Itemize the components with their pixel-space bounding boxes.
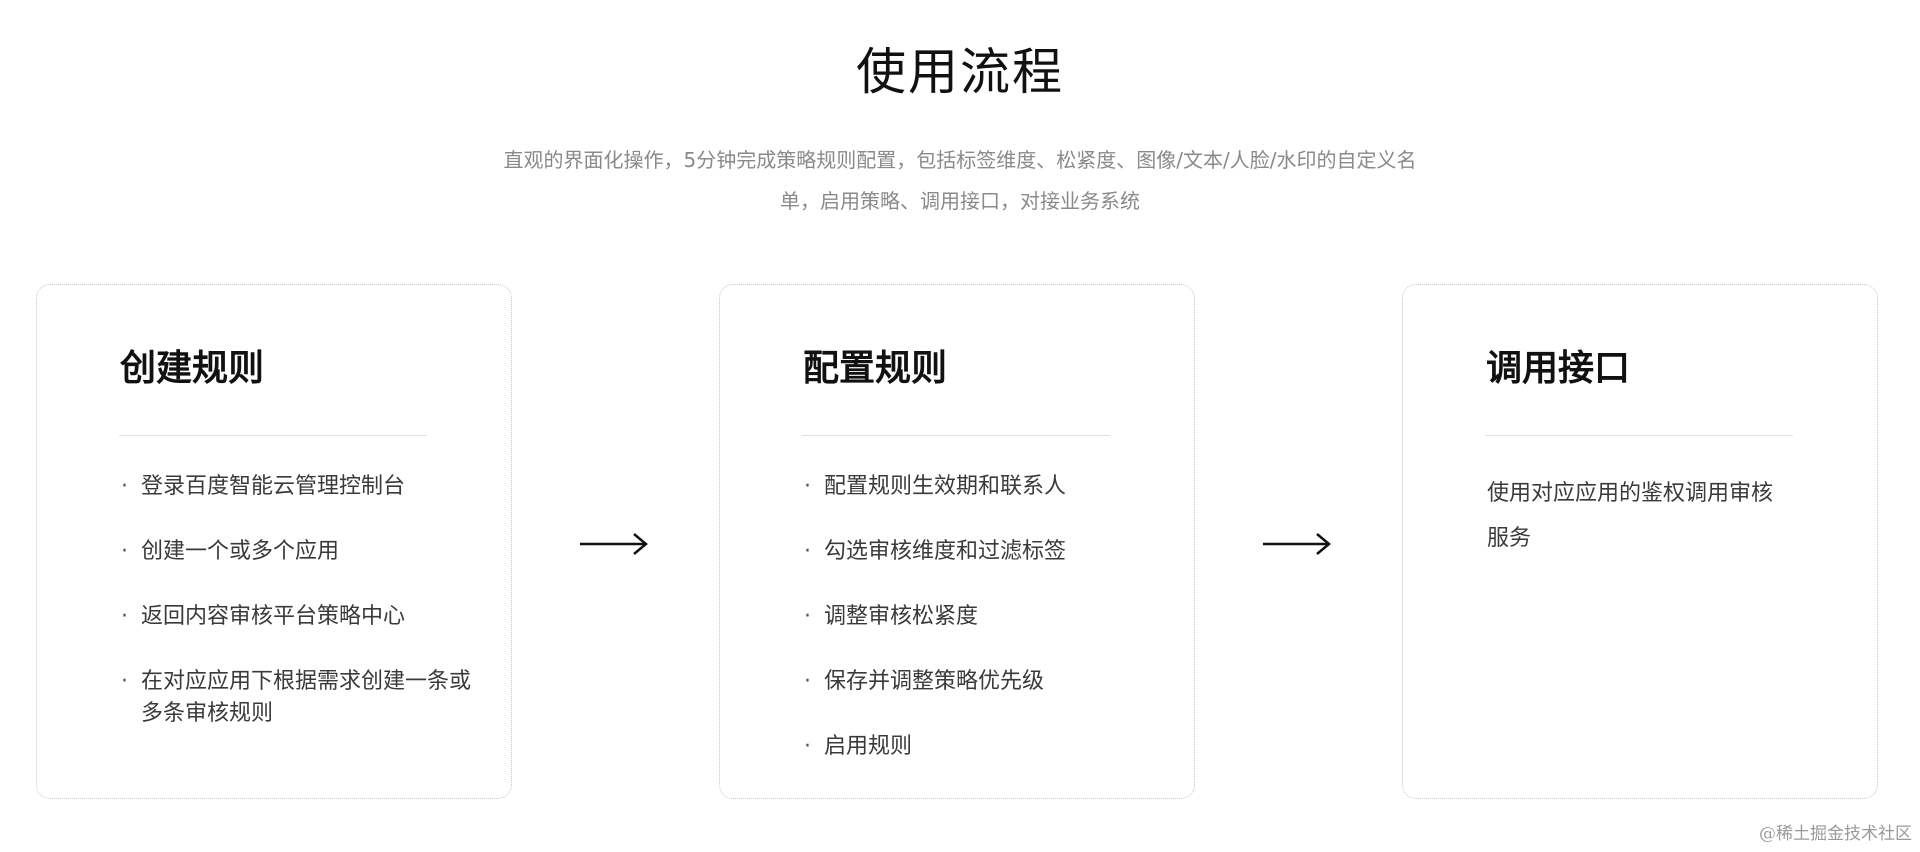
list-item-text: 保存并调整策略优先级 <box>824 669 1045 694</box>
step-list: · 登录百度智能云管理控制台 · 创建一个或多个应用 · 返回内容审核平台策略中心 ·… <box>121 471 471 763</box>
step-title: 创建规则 <box>120 348 265 389</box>
list-item-text: 配置规则生效期和联系人 <box>824 474 1067 499</box>
bullet: · <box>121 539 128 564</box>
arrow-right-icon <box>580 533 648 555</box>
bullet: · <box>121 669 128 694</box>
step-card-configure-rule: 配置规则 · 配置规则生效期和联系人 · 勾选审核维度和过滤标签 · 调整审核松紧度 … <box>719 284 1195 799</box>
list-item: · 调整审核松紧度 <box>804 601 1154 633</box>
list-item: · 配置规则生效期和联系人 <box>804 471 1154 503</box>
list-item: · 返回内容审核平台策略中心 <box>121 601 471 633</box>
list-item: · 启用规则 <box>804 731 1154 763</box>
page-title: 使用流程 <box>856 43 1064 101</box>
divider <box>1485 435 1793 436</box>
list-item: · 登录百度智能云管理控制台 <box>121 471 471 503</box>
list-item-text: 创建一个或多个应用 <box>141 539 340 564</box>
bullet: · <box>121 474 128 499</box>
bullet: · <box>804 669 811 694</box>
divider <box>119 435 427 436</box>
subtitle-line-1: 直观的界面化操作，5分钟完成策略规则配置，包括标签维度、松紧度、图像/文本/人脸… <box>503 148 1417 172</box>
list-item-text: 调整审核松紧度 <box>824 604 979 629</box>
list-item: · 勾选审核维度和过滤标签 <box>804 536 1154 568</box>
step-list: · 配置规则生效期和联系人 · 勾选审核维度和过滤标签 · 调整审核松紧度 · 保存并调… <box>804 471 1154 796</box>
bullet: · <box>121 604 128 629</box>
list-item-text: 登录百度智能云管理控制台 <box>141 474 406 499</box>
list-item-text: 在对应应用下根据需求创建一条或多条审核规则 <box>141 669 472 726</box>
list-item: · 在对应应用下根据需求创建一条或多条审核规则 <box>121 666 471 730</box>
list-item: · 创建一个或多个应用 <box>121 536 471 568</box>
bullet: · <box>804 539 811 564</box>
list-item-text: 启用规则 <box>824 734 913 759</box>
step-title: 调用接口 <box>1486 348 1631 389</box>
watermark: @稀土掘金技术社区 <box>1759 824 1912 844</box>
page-subtitle: 直观的界面化操作，5分钟完成策略规则配置，包括标签维度、松紧度、图像/文本/人脸… <box>450 140 1470 222</box>
bullet: · <box>804 604 811 629</box>
list-item-text: 返回内容审核平台策略中心 <box>141 604 406 629</box>
arrow-right-icon <box>1263 533 1331 555</box>
step-card-call-api: 调用接口 使用对应应用的鉴权调用审核服务 <box>1402 284 1878 799</box>
subtitle-line-2: 单，启用策略、调用接口，对接业务系统 <box>780 189 1140 213</box>
list-item-text: 勾选审核维度和过滤标签 <box>824 539 1067 564</box>
step-card-create-rule: 创建规则 · 登录百度智能云管理控制台 · 创建一个或多个应用 · 返回内容审核平台策… <box>36 284 512 799</box>
bullet: · <box>804 734 811 759</box>
step-title: 配置规则 <box>803 348 948 389</box>
bullet: · <box>804 474 811 499</box>
list-item: · 保存并调整策略优先级 <box>804 666 1154 698</box>
step-description: 使用对应应用的鉴权调用审核服务 <box>1487 481 1774 551</box>
divider <box>802 435 1110 436</box>
